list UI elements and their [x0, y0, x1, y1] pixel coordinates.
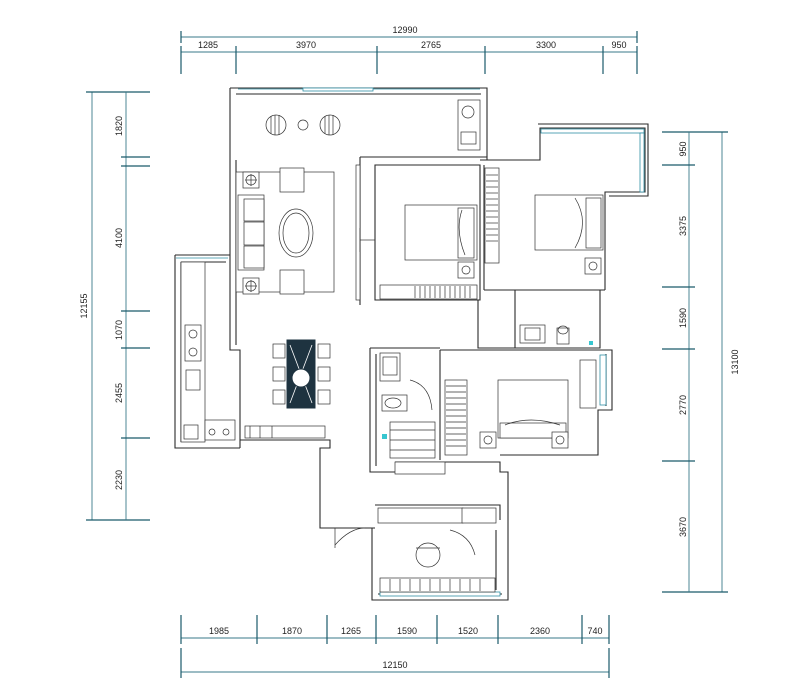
- left-segment-1: 1820: [114, 116, 124, 136]
- left-segment-5: 2230: [114, 470, 124, 490]
- right-dimensions: 13100 950 3375 1590 2770 3670: [662, 131, 740, 593]
- door-swing-bathroom-1: [409, 379, 433, 411]
- balcony-windows: [302, 87, 374, 92]
- left-total-label: 12155: [79, 293, 89, 318]
- bottom-segment-5: 1520: [458, 626, 478, 636]
- top-segment-5: 950: [611, 40, 626, 50]
- left-segment-4: 2455: [114, 383, 124, 403]
- left-segment-3: 1070: [114, 320, 124, 340]
- left-dimensions: 12155 1820 4100 1070 2455 2230: [79, 91, 150, 521]
- stove: [185, 369, 201, 391]
- right-segment-1: 950: [678, 141, 688, 156]
- right-total-label: 13100: [730, 349, 740, 374]
- left-segment-2: 4100: [114, 228, 124, 248]
- tv-cabinet: [355, 164, 361, 301]
- kitchen-sink: [184, 324, 202, 362]
- study-chair: [415, 542, 441, 568]
- right-segment-2: 3375: [678, 216, 688, 236]
- study-shelf: [379, 577, 496, 593]
- bottom-segment-4: 1590: [397, 626, 417, 636]
- kitchen: [180, 261, 326, 443]
- top-segment-1: 1285: [198, 40, 218, 50]
- entrance-cabinet: [244, 425, 326, 439]
- nightstand-bedroom-2: [584, 257, 602, 275]
- armchair-top: [279, 167, 305, 193]
- entry-door-swing: [334, 527, 366, 546]
- armchair-bottom: [279, 269, 305, 295]
- door-swing-bedroom1: [359, 228, 375, 252]
- balcony-chair-right: [319, 114, 341, 136]
- side-lamp-bottom: [242, 277, 260, 295]
- top-segment-4: 3300: [536, 40, 556, 50]
- toilet-bathroom-2: [556, 327, 570, 345]
- bedroom-2: [484, 167, 604, 275]
- bottom-total-label: 12150: [382, 660, 407, 670]
- balcony-chairs: [265, 99, 481, 151]
- bottom-segment-2: 1870: [282, 626, 302, 636]
- top-dimensions: 12990 1285 3970 2765 3300 950: [180, 25, 638, 74]
- vanity-bathroom-2: [519, 324, 546, 344]
- coffee-table: [278, 208, 314, 258]
- nightstand-bedroom-1: [457, 261, 475, 279]
- right-segment-5: 3670: [678, 517, 688, 537]
- balcony-table: [297, 119, 309, 131]
- washing-machine-icon: [461, 105, 475, 119]
- top-segment-2: 3970: [296, 40, 316, 50]
- bedroom-1: [379, 204, 478, 300]
- wardrobe-bedroom-3: [444, 379, 468, 456]
- bottom-segment-3: 1265: [341, 626, 361, 636]
- desk-bedroom-3: [579, 359, 597, 409]
- right-segment-3: 1590: [678, 308, 688, 328]
- side-lamp-top: [242, 171, 260, 189]
- wardrobe-bedroom-2: [484, 167, 500, 264]
- bottom-segment-6: 2360: [530, 626, 550, 636]
- study-desk: [377, 507, 464, 524]
- marker-bathroom-1: [382, 434, 387, 439]
- marker-bathroom-2: [589, 341, 593, 345]
- nightstand-bedroom-3-left: [479, 431, 497, 449]
- bottom-segment-7: 740: [587, 626, 602, 636]
- dining-chairs: [272, 343, 331, 405]
- bathroom-2: [519, 324, 593, 345]
- door-swing-study: [449, 529, 476, 556]
- toilet-bathroom-1: [381, 394, 408, 412]
- top-total-label: 12990: [392, 25, 417, 35]
- shoe-cabinet: [394, 461, 446, 475]
- walls: [174, 87, 649, 601]
- entrance: [334, 461, 497, 593]
- living-room: [235, 164, 375, 301]
- bottom-segment-1: 1985: [209, 626, 229, 636]
- wardrobe-bedroom-1: [379, 284, 478, 300]
- balcony-chair-left: [265, 114, 287, 136]
- shower-bathroom-1: [379, 352, 401, 382]
- nightstand-bedroom-3-right: [551, 431, 569, 449]
- right-segment-4: 2770: [678, 395, 688, 415]
- bottom-dimensions: 1985 1870 1265 1590 1520 2360 740 12150: [180, 615, 610, 678]
- dining-centerpiece: [291, 368, 311, 388]
- top-segment-3: 2765: [421, 40, 441, 50]
- dining-area: [272, 339, 331, 409]
- bathroom-1: [379, 352, 436, 459]
- bedroom-3: [444, 359, 597, 456]
